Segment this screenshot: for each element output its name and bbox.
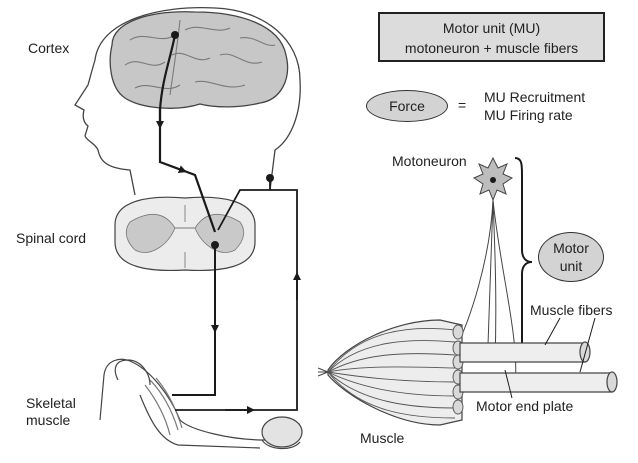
arm-figure <box>100 359 302 448</box>
muscle-label: Muscle <box>360 430 404 447</box>
motor-end-plate-label: Motor end plate <box>476 398 573 415</box>
motoneuron-label: Motoneuron <box>392 153 467 170</box>
cortex-label: Cortex <box>28 40 69 57</box>
force-term-firing-rate: MU Firing rate <box>484 107 573 124</box>
motor-unit-bracket <box>515 158 532 362</box>
skeletal-muscle-label-line1: Skeletal <box>26 395 76 412</box>
skeletal-muscle-label-line2: muscle <box>26 412 70 429</box>
sensory-ganglion <box>266 174 274 182</box>
force-term-recruitment: MU Recruitment <box>484 89 585 106</box>
motoneuron-cell <box>474 158 512 200</box>
descending-arrow-2 <box>168 165 184 171</box>
equals-sign: = <box>458 97 466 114</box>
muscle-fibers-label: Muscle fibers <box>530 302 612 319</box>
motor-unit-ellipse: Motor unit <box>538 232 604 282</box>
motor-unit-definition-box: Motor unit (MU) motoneuron + muscle fibe… <box>378 12 605 62</box>
motor-unit-box-title: Motor unit (MU) <box>380 18 603 38</box>
spinal-motoneuron <box>211 241 219 249</box>
force-ellipse: Force <box>366 90 448 122</box>
motor-unit-ellipse-line2: unit <box>539 257 603 275</box>
spinal-cord-cross-section <box>115 197 255 270</box>
brain <box>110 12 287 108</box>
extended-muscle-fibers <box>460 342 617 392</box>
spinal-cord-label: Spinal cord <box>16 230 86 247</box>
cortex-neuron <box>171 31 179 39</box>
motor-unit-ellipse-line1: Motor <box>539 239 603 257</box>
muscle-body <box>318 320 463 425</box>
motor-unit-box-subtitle: motoneuron + muscle fibers <box>380 38 603 58</box>
force-label: Force <box>389 98 425 114</box>
